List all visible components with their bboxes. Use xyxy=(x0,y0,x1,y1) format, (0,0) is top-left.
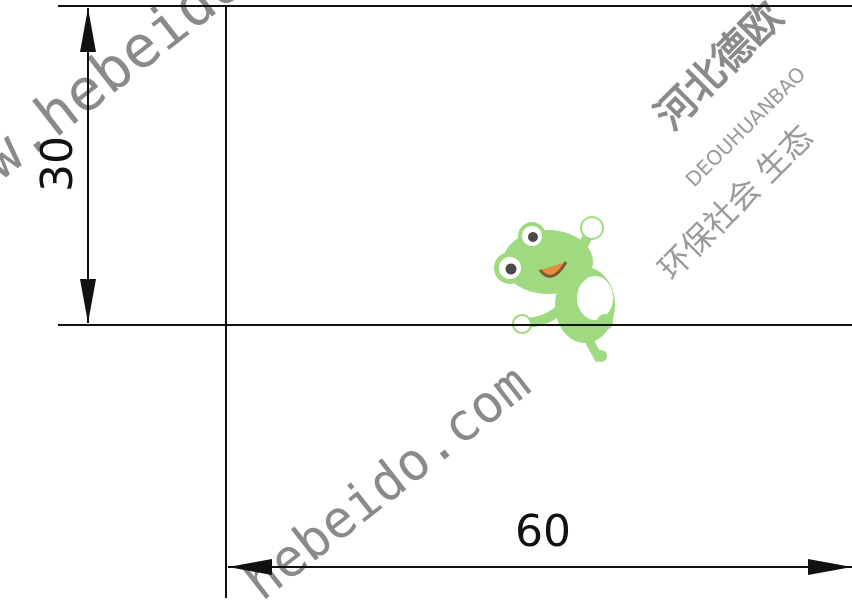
arrow-left-icon xyxy=(228,559,272,575)
horizontal-dimension-label: 60 xyxy=(515,506,571,557)
frog-mascot-icon xyxy=(494,216,615,363)
arrow-up-icon xyxy=(80,8,96,52)
vertical-dimension-label: 30 xyxy=(32,136,83,192)
arrow-down-icon xyxy=(80,279,96,323)
watermark-url-center: hebeido.com xyxy=(233,353,541,602)
dimension-arrows xyxy=(80,8,852,575)
drawing-lines xyxy=(58,5,852,598)
watermark-layer: w.hebeido. hebeido.com 河北德欧 DEOUHUANBAO … xyxy=(0,0,821,602)
arrow-right-icon xyxy=(808,559,852,575)
